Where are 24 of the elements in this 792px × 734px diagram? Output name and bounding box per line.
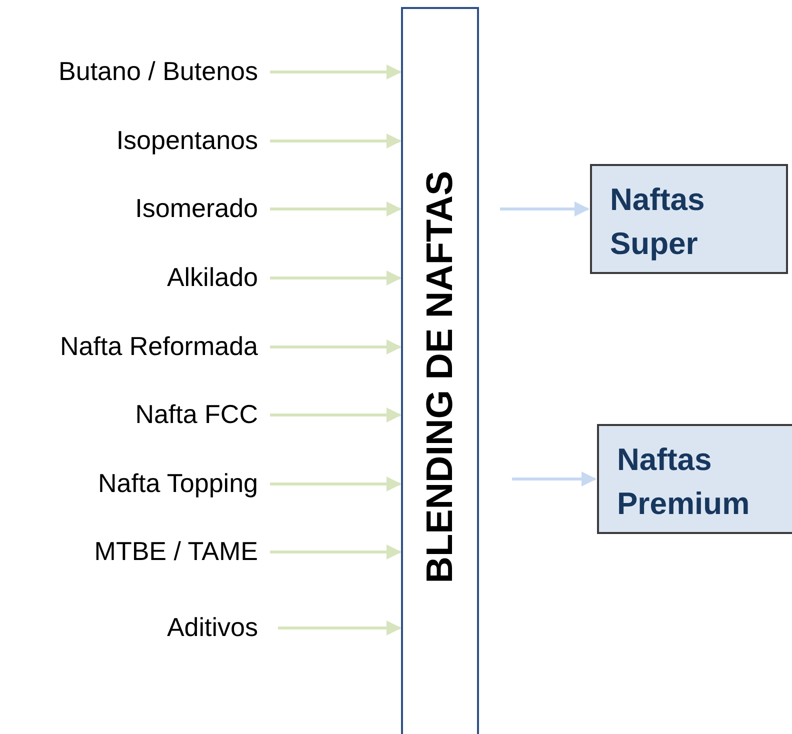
input-label: Butano / Butenos <box>0 56 258 88</box>
product-box: Naftas Super <box>590 164 788 274</box>
arrow <box>270 340 402 354</box>
input-label: Isomerado <box>0 193 258 225</box>
product-box: Naftas Premium <box>597 424 792 534</box>
input-label: Isopentanos <box>0 125 258 157</box>
input-label: Nafta FCC <box>0 399 258 431</box>
column-title: BLENDING DE NAFTAS <box>419 170 461 584</box>
arrow <box>270 202 402 216</box>
arrow <box>270 134 402 148</box>
arrow <box>270 408 402 422</box>
arrow <box>270 64 402 80</box>
input-label: Alkilado <box>0 262 258 294</box>
arrow <box>270 476 402 492</box>
input-label: Nafta Reformada <box>0 331 258 363</box>
arrow <box>278 620 402 636</box>
arrow <box>270 544 402 560</box>
arrow <box>512 472 596 486</box>
input-label: Aditivos <box>0 612 258 644</box>
blending-column <box>401 7 479 734</box>
arrow <box>500 202 590 216</box>
input-label: MTBE / TAME <box>0 536 258 568</box>
arrow <box>270 270 402 286</box>
input-label: Nafta Topping <box>0 468 258 500</box>
